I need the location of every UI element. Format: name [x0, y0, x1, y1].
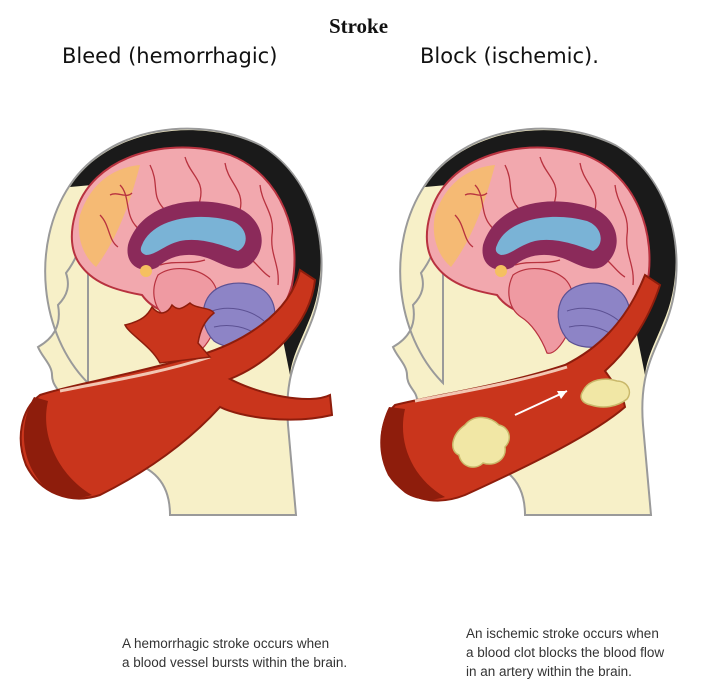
- page-title: Stroke: [0, 14, 717, 39]
- hemorrhagic-caption: A hemorrhagic stroke occurs when a blood…: [122, 634, 347, 672]
- caption-line: a blood vessel bursts within the brain.: [122, 653, 347, 672]
- caption-line: in an artery within the brain.: [466, 662, 664, 681]
- ischemic-label: Block (ischemic).: [420, 44, 599, 68]
- ischemic-illustration: [355, 95, 705, 615]
- caption-line: A hemorrhagic stroke occurs when: [122, 634, 347, 653]
- caption-line: An ischemic stroke occurs when: [466, 624, 664, 643]
- hemorrhagic-label: Bleed (hemorrhagic): [62, 44, 277, 68]
- caption-line: a blood clot blocks the blood flow: [466, 643, 664, 662]
- hemorrhagic-illustration: [0, 95, 350, 615]
- ischemic-caption: An ischemic stroke occurs when a blood c…: [466, 624, 664, 681]
